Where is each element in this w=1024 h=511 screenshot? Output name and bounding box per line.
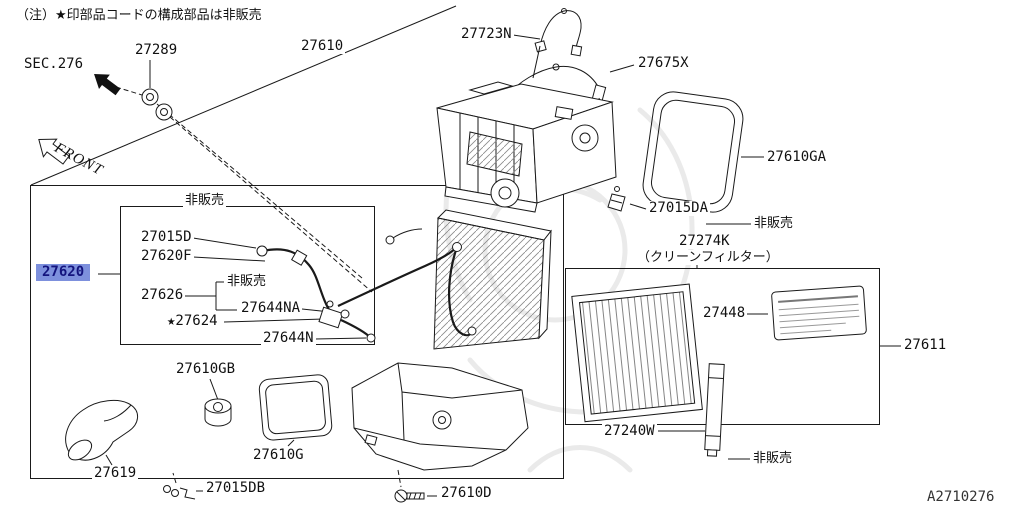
part-label-27610gb[interactable]: 27610GB: [174, 361, 238, 377]
screw-27610d-drawing: [394, 489, 425, 503]
harness-27723n-drawing: [532, 8, 583, 79]
duct-27619-drawing: [65, 399, 138, 461]
diagram-code: A2710276: [925, 489, 997, 505]
part-label-27620-selected[interactable]: 27620: [36, 264, 91, 281]
part-label-27644na[interactable]: 27644NA: [239, 300, 303, 316]
part-label-27610g[interactable]: 27610G: [251, 447, 306, 463]
sec-reference-arrow-icon: [94, 73, 121, 96]
exploded-view-diagonal: [30, 5, 457, 186]
seal-27610g-drawing: [258, 374, 333, 441]
part-label-27611[interactable]: 27611: [902, 337, 949, 353]
clean-filter-drawing: [571, 283, 703, 423]
part-label-27015da[interactable]: 27015DA: [647, 200, 711, 216]
part-label-27274k[interactable]: 27274K: [677, 233, 732, 249]
part-label-27620f[interactable]: 27620F: [139, 248, 194, 264]
part-label-27624[interactable]: ★27624: [165, 313, 220, 329]
section-reference-label[interactable]: SEC.276: [22, 56, 86, 72]
filter-box-outline: [565, 268, 880, 425]
not-for-sale-note: 非販売: [183, 193, 227, 208]
not-for-sale-note: 非販売: [752, 216, 796, 231]
dashed-lines: [115, 86, 402, 488]
part-label-27610[interactable]: 27610: [299, 38, 346, 54]
part-label-27644n[interactable]: 27644N: [261, 330, 316, 346]
label-plate-27448-drawing: [771, 285, 867, 341]
part-label-27015d[interactable]: 27015D: [139, 229, 194, 245]
part-label-27723n[interactable]: 27723N: [459, 26, 514, 42]
part-label-27240w[interactable]: 27240W: [602, 423, 657, 439]
seal-27610ga-drawing: [642, 91, 744, 213]
part-label-27289[interactable]: 27289: [133, 42, 180, 58]
not-for-sale-legend: （注）★印部品コードの構成部品は非販売: [14, 8, 264, 23]
part-label-27675x[interactable]: 27675X: [636, 55, 691, 71]
strip-27240w-drawing: [704, 363, 725, 457]
pipes-27620-drawing: [256, 228, 477, 343]
part-label-27610ga[interactable]: 27610GA: [765, 149, 829, 165]
evaporator-core-drawing: [433, 209, 552, 350]
clip-27015da-drawing: [607, 186, 626, 212]
clip-27015db-drawing: [163, 485, 196, 500]
part-label-27448[interactable]: 27448: [701, 305, 748, 321]
part-label-27619[interactable]: 27619: [92, 465, 139, 481]
front-arrow-icon: [38, 138, 70, 165]
lower-case-drawing: [351, 362, 529, 471]
part-label-27015db[interactable]: 27015DB: [204, 480, 268, 496]
not-for-sale-note: 非販売: [225, 274, 269, 289]
grommet-27610gb-drawing: [204, 398, 232, 427]
part-label-27626[interactable]: 27626: [139, 287, 186, 303]
grommets-27289-drawing: [141, 88, 173, 121]
clean-filter-note: （クリーンフィルター）: [635, 250, 781, 265]
pipe-group-box-outline: [120, 206, 375, 345]
not-for-sale-note: 非販売: [751, 451, 795, 466]
assembly-box-outline: [30, 185, 564, 479]
hvac-unit-drawing: [436, 81, 617, 213]
part-label-27610d[interactable]: 27610D: [439, 485, 494, 501]
